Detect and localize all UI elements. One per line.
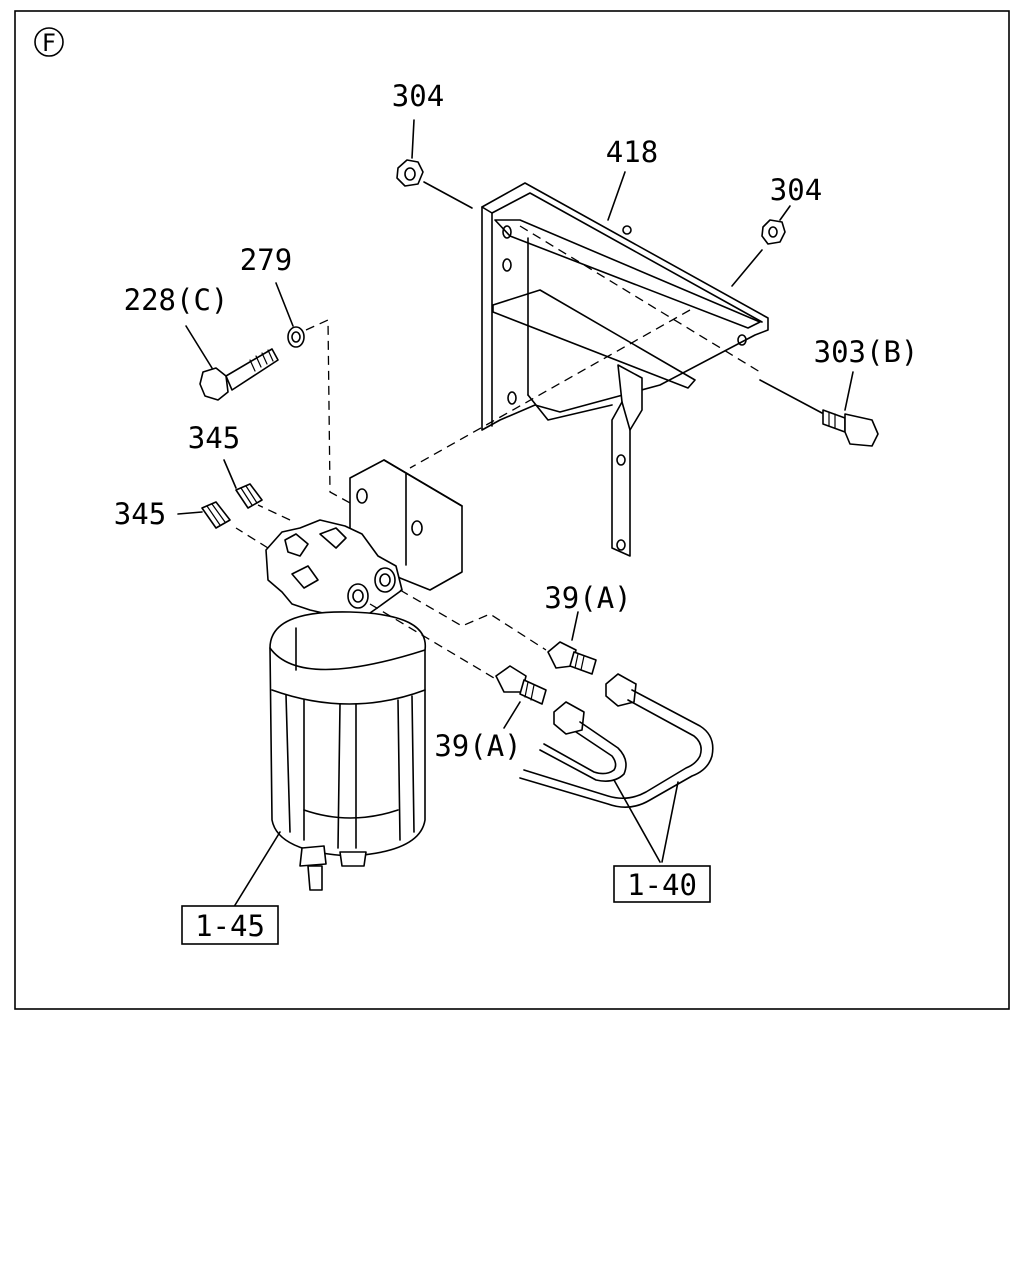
label-bolt-228-c: 228(C): [124, 283, 229, 317]
alignment-dash-bracket-head: [409, 309, 691, 469]
bolt-303-b: [759, 371, 879, 447]
label-fitting-39-a-left: 39(A): [434, 729, 521, 763]
fitting-39-a-right: [399, 589, 597, 675]
section-marker: F: [34, 27, 64, 57]
alignment-dash-bracket-bolt: [519, 225, 761, 373]
fitting-39-a-left: [369, 603, 547, 729]
section-marker-letter: F: [42, 29, 56, 57]
label-box-pipe-1-40: [613, 865, 711, 903]
bracket-418: [481, 182, 769, 557]
washer-279: [275, 282, 353, 505]
diagram-frame: [14, 10, 1010, 1010]
pipe-assembly-1-40: [519, 673, 714, 863]
label-fitting-39-a-right: 39(A): [544, 581, 631, 615]
plug-345-lower: [177, 501, 231, 529]
label-nut-304-right: 304: [770, 173, 822, 207]
label-filter-1-45: 1-45: [195, 909, 265, 943]
nut-304-top: [396, 119, 473, 209]
label-washer-279: 279: [240, 243, 292, 277]
label-nut-304-top: 304: [392, 79, 444, 113]
label-pipe-1-40: 1-40: [627, 868, 697, 902]
leader-bracket-418: [607, 171, 626, 221]
plug-345-upper: [223, 459, 263, 509]
label-plug-345-lower: 345: [114, 497, 166, 531]
label-bolt-303-b: 303(B): [814, 335, 919, 369]
filter-head: [235, 459, 463, 621]
label-box-filter-1-45: [181, 905, 279, 945]
nut-304-right: [731, 205, 791, 287]
bolt-228-c: [185, 325, 279, 401]
label-plug-345-upper: 345: [188, 421, 240, 455]
filter-bowl-1-45: [231, 611, 427, 911]
label-bracket-418: 418: [606, 135, 658, 169]
